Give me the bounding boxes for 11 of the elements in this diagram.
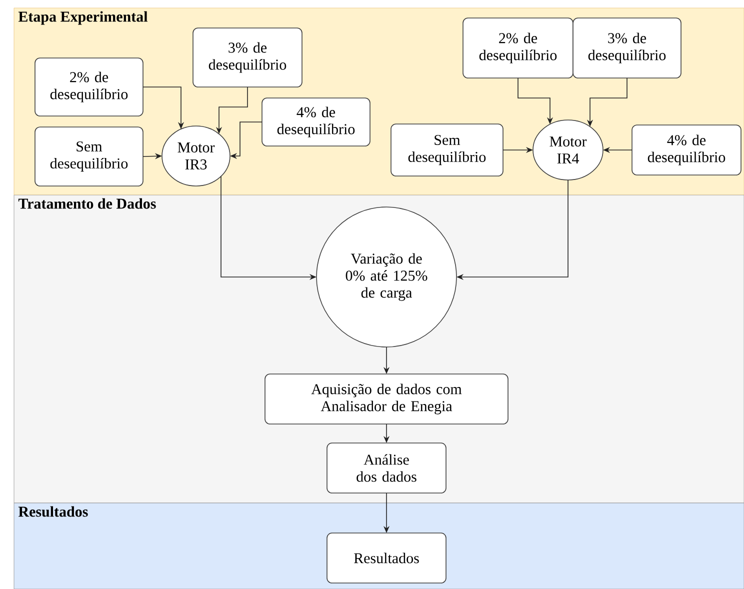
process-box: Sem desequilíbrio <box>390 124 504 176</box>
process-box: 4% de desequilíbrio <box>632 124 742 176</box>
process-box: 3% de desequilíbrio <box>192 28 302 88</box>
process-box: 2% de desequilíbrio <box>34 58 144 116</box>
process-box: Resultados <box>326 532 446 584</box>
process-box: Análise dos dados <box>326 442 446 494</box>
process-box: 3% de desequilíbrio <box>572 18 682 78</box>
process-box: Sem desequilíbrio <box>34 126 144 186</box>
process-box: 2% de desequilíbrio <box>462 18 574 78</box>
process-box: 4% de desequilíbrio <box>262 98 370 146</box>
process-box: Aquisição de dados com Analisador de Enegia <box>264 374 508 424</box>
